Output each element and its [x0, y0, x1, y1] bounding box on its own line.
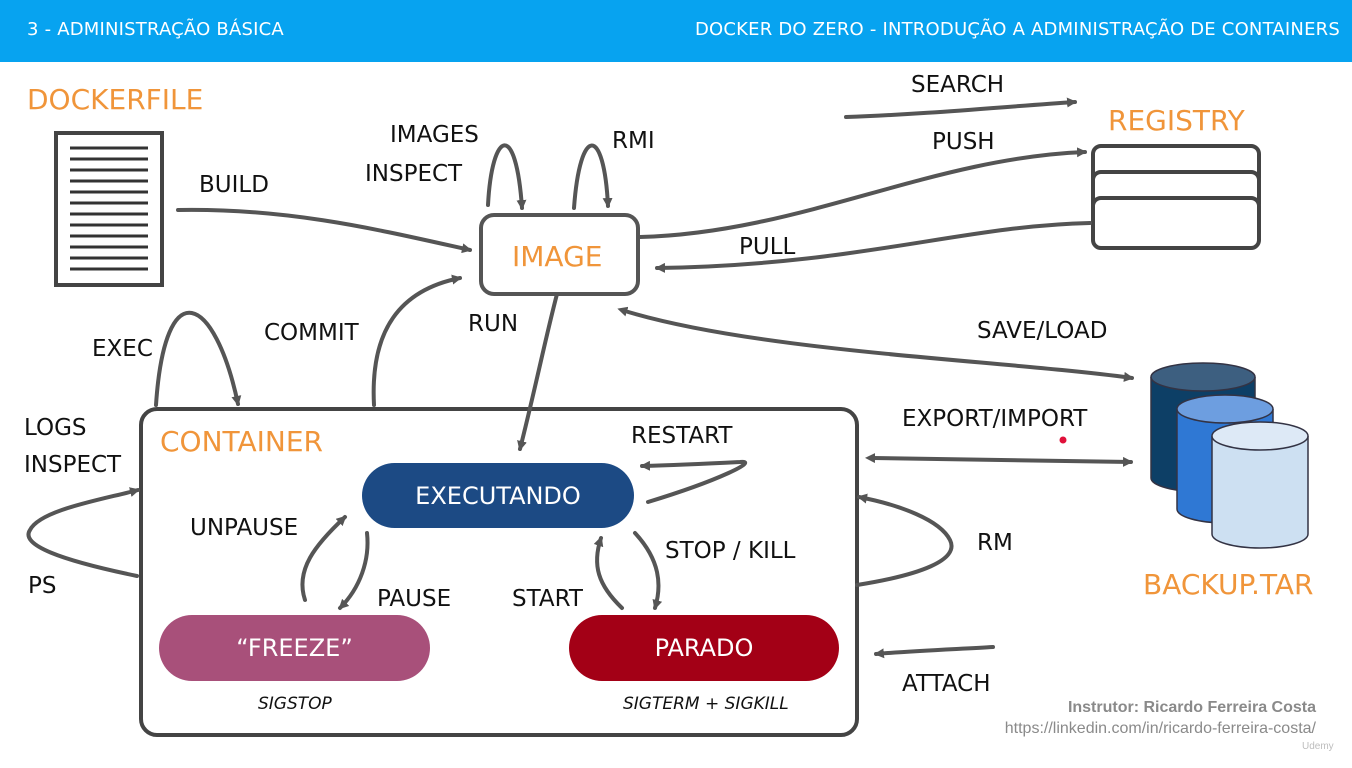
registry-title: REGISTRY	[1108, 104, 1245, 137]
logs-label: LOGS	[24, 415, 87, 441]
pointer-dot	[1059, 436, 1067, 444]
images-inspect-loop	[486, 143, 527, 210]
image-title: IMAGE	[512, 240, 603, 273]
freeze-pill	[159, 615, 430, 681]
attach-arrow	[874, 645, 995, 659]
document-icon	[54, 131, 164, 287]
rmi-label: RMI	[612, 128, 655, 154]
rm-loop	[855, 493, 954, 587]
ps-label: PS	[28, 573, 57, 599]
container-title: CONTAINER	[160, 425, 323, 458]
inspect-label: INSPECT	[365, 161, 463, 187]
restart-loop	[640, 459, 748, 504]
sigstop-note: SIGSTOP	[258, 694, 332, 714]
push-label: PUSH	[932, 129, 995, 155]
udemy-watermark: Udemy	[1302, 741, 1334, 752]
pull-arrow	[655, 221, 1092, 273]
server-stack-icon	[1091, 144, 1261, 250]
export-import-arrow	[865, 453, 1133, 467]
exec-loop	[154, 311, 242, 407]
unpause-label: UNPAUSE	[190, 515, 299, 541]
search-label: SEARCH	[911, 72, 1005, 98]
executando-pill	[362, 463, 634, 528]
restart-label: RESTART	[631, 423, 733, 449]
rmi-loop	[572, 143, 613, 210]
pause-label: PAUSE	[377, 586, 452, 612]
run-arrow	[517, 292, 559, 451]
parado-label: PARADO	[654, 634, 754, 662]
exec-label: EXEC	[92, 336, 153, 362]
search-arrow	[844, 97, 1077, 119]
unpause-arrow	[300, 515, 347, 602]
attach-label: ATTACH	[902, 671, 991, 697]
sigterm-sigkill-note: SIGTERM + SIGKILL	[623, 694, 789, 714]
executando-label: EXECUTANDO	[415, 482, 581, 510]
images-label: IMAGES	[390, 122, 479, 148]
start-arrow	[593, 536, 624, 610]
instructor-credit: Instrutor: Ricardo Ferreira Costa	[1067, 699, 1316, 716]
save-load-label: SAVE/LOAD	[977, 318, 1108, 344]
pause-arrow	[338, 531, 370, 610]
commit-label: COMMIT	[264, 320, 359, 346]
header-bar: 3 - ADMINISTRAÇÃO BÁSICA DOCKER DO ZERO …	[0, 0, 1352, 62]
instructor-url: https://linkedin.com/in/ricardo-ferreira…	[1004, 720, 1316, 737]
course-title: DOCKER DO ZERO - INTRODUÇÃO A ADMINISTRA…	[694, 19, 1340, 40]
arrows	[26, 97, 1134, 659]
pull-label: PULL	[739, 234, 796, 260]
freeze-label: “FREEZE”	[236, 634, 353, 662]
dockerfile-title: DOCKERFILE	[27, 83, 204, 116]
save-load-arrow	[617, 306, 1134, 382]
rm-label: RM	[977, 530, 1013, 556]
backup-title: BACKUP.TAR	[1143, 568, 1314, 601]
push-arrow	[638, 147, 1087, 239]
logs-inspect-label: INSPECT	[24, 452, 122, 478]
image-box	[479, 213, 640, 296]
build-label: BUILD	[199, 172, 269, 198]
export-import-label: EXPORT/IMPORT	[902, 406, 1088, 432]
run-label: RUN	[468, 311, 519, 337]
logs-ps-loop	[26, 487, 140, 578]
stop-kill-arrow	[633, 531, 663, 610]
parado-pill	[569, 615, 839, 681]
database-cylinders-icon	[1150, 362, 1309, 549]
section-title: 3 - ADMINISTRAÇÃO BÁSICA	[27, 19, 284, 40]
stop-kill-label: STOP / KILL	[665, 538, 796, 564]
start-label: START	[512, 586, 583, 612]
commit-arrow	[371, 274, 462, 407]
build-arrow	[176, 207, 472, 254]
